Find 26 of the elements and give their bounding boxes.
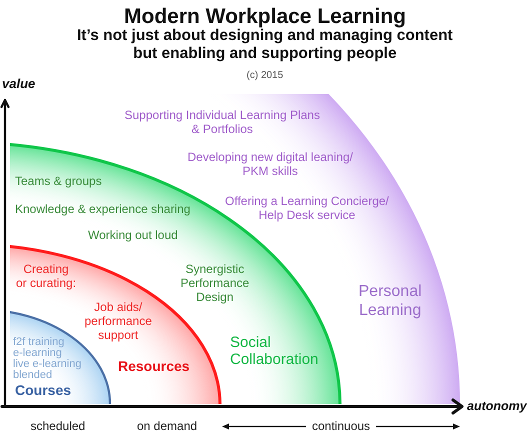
item-label: Creating or curating: xyxy=(16,262,76,290)
region-title: Personal Learning xyxy=(358,282,422,320)
scale-label: on demand xyxy=(137,419,198,433)
region-title: Social Collaboration xyxy=(230,334,318,368)
subtitle: It’s not just about designing and managing content but enabling and supporting people xyxy=(77,27,453,63)
item-label: Synergistic Performance Design xyxy=(180,262,250,304)
item-label: Offering a Learning Concierge/ Help Desk service xyxy=(225,194,389,222)
item-label: Knowledge & experience sharing xyxy=(15,202,190,216)
arc-region xyxy=(10,94,460,404)
axis-label: value xyxy=(2,76,36,92)
region-title: Courses xyxy=(15,382,72,399)
scale-label: scheduled xyxy=(30,419,86,433)
item-label: live e-learning xyxy=(13,358,82,370)
item-label: Teams & groups xyxy=(15,174,102,188)
item-label: blended xyxy=(13,368,52,381)
copyright-note: (c) 2015 xyxy=(246,70,284,82)
item-label: Working out loud xyxy=(88,228,178,242)
item-label: Job aids/ performance support xyxy=(84,300,152,342)
item-label: e-learning xyxy=(13,346,62,359)
scale-label: continuous xyxy=(312,419,370,433)
axis-label: autonomy xyxy=(467,399,527,414)
item-label: Developing new digital leaning/ PKM skills xyxy=(188,150,353,178)
title: Modern Workplace Learning xyxy=(124,4,406,28)
item-label: f2f training xyxy=(13,336,64,348)
region-title: Resources xyxy=(118,358,190,375)
item-label: Supporting Individual Learning Plans & Portfolios xyxy=(124,108,320,136)
